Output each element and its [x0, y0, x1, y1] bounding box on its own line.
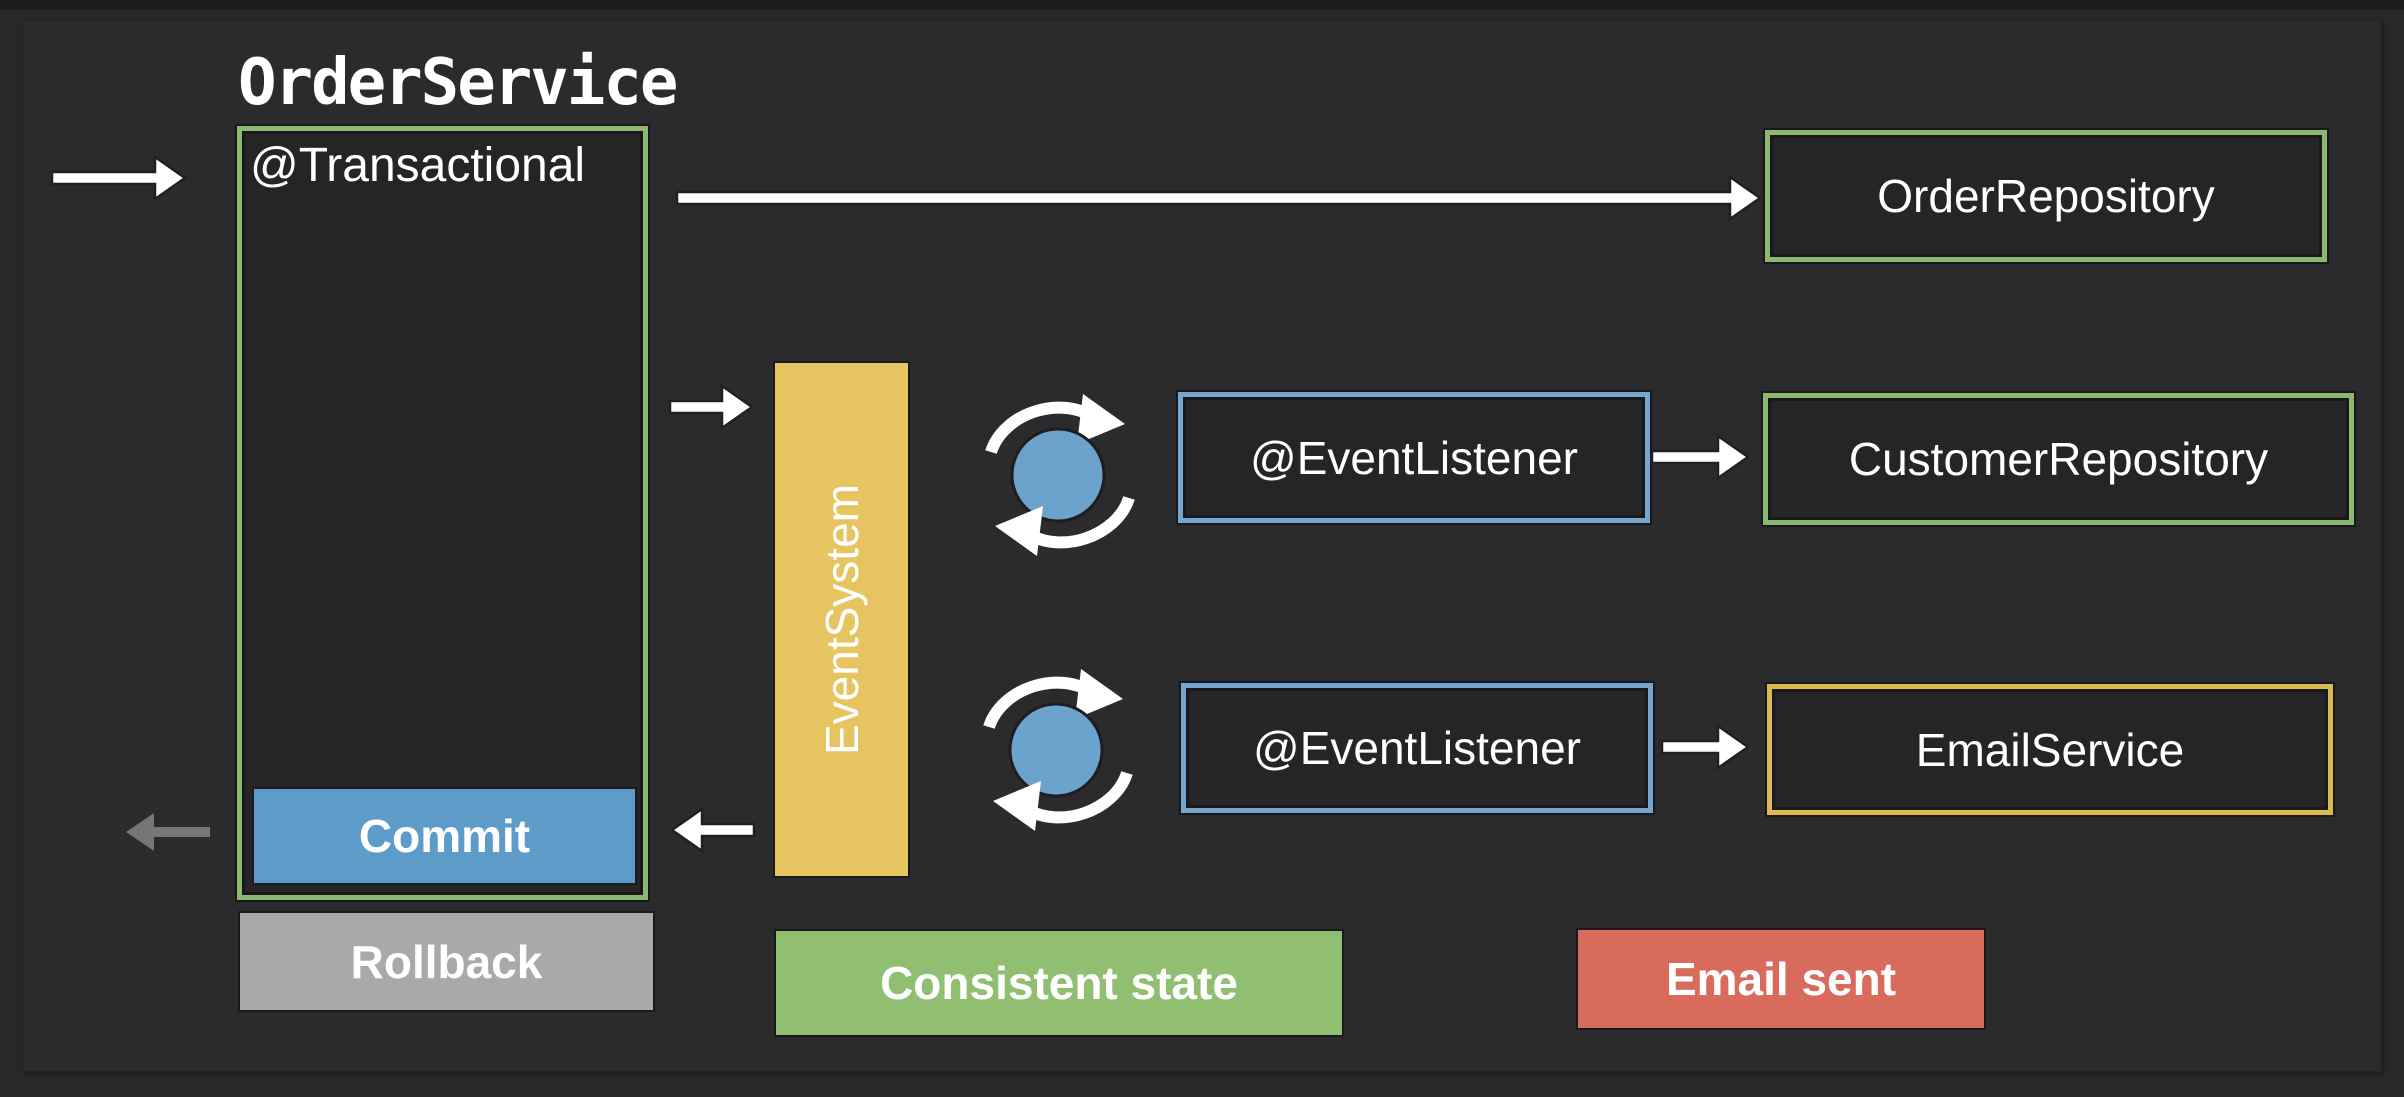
arrow-rollback-out-icon — [126, 813, 210, 851]
transactional-box — [237, 126, 648, 900]
commit-box: Commit — [252, 787, 637, 885]
arrow-transactional-to-order-repository-icon — [675, 174, 1763, 222]
order-repository-box: OrderRepository — [1765, 130, 2327, 262]
window-edge — [0, 0, 2404, 10]
email-service-box: EmailService — [1767, 684, 2333, 815]
event-system-label: EventSystem — [815, 484, 868, 755]
order-repository-label: OrderRepository — [1877, 170, 2215, 222]
arrow-transactional-to-event-system-icon — [668, 383, 755, 431]
consistent-state-badge: Consistent state — [776, 931, 1342, 1035]
async-event-cycle-icon — [985, 394, 1135, 556]
consistent-state-text: Consistent state — [880, 957, 1238, 1009]
commit-label: Commit — [358, 810, 531, 862]
rollback-label: Rollback — [350, 935, 543, 988]
arrow-listener-to-email-service-icon — [1660, 723, 1751, 771]
arrow-listener-to-customer-repository-icon — [1650, 433, 1751, 481]
event-listener-top-box: @EventListener — [1178, 392, 1650, 523]
event-listener-bottom-label: @EventListener — [1253, 722, 1581, 774]
email-sent-badge: Email sent — [1578, 930, 1984, 1028]
email-service-label: EmailService — [1915, 723, 2185, 776]
customer-repository-label: CustomerRepository — [1848, 433, 2269, 485]
rollback-box: Rollback — [240, 913, 653, 1010]
arrow-request-in-icon — [50, 154, 188, 202]
event-listener-top-label: @EventListener — [1250, 431, 1578, 484]
event-system-box: EventSystem — [775, 363, 908, 876]
email-sent-text: Email sent — [1665, 953, 1897, 1005]
arrow-event-system-to-commit-icon — [669, 806, 756, 854]
event-listener-bottom-box: @EventListener — [1181, 683, 1653, 813]
page-title: OrderService — [238, 46, 678, 120]
transactional-annotation: @Transactional — [250, 139, 586, 192]
customer-repository-box: CustomerRepository — [1763, 393, 2354, 525]
async-event-cycle-icon — [983, 669, 1133, 831]
